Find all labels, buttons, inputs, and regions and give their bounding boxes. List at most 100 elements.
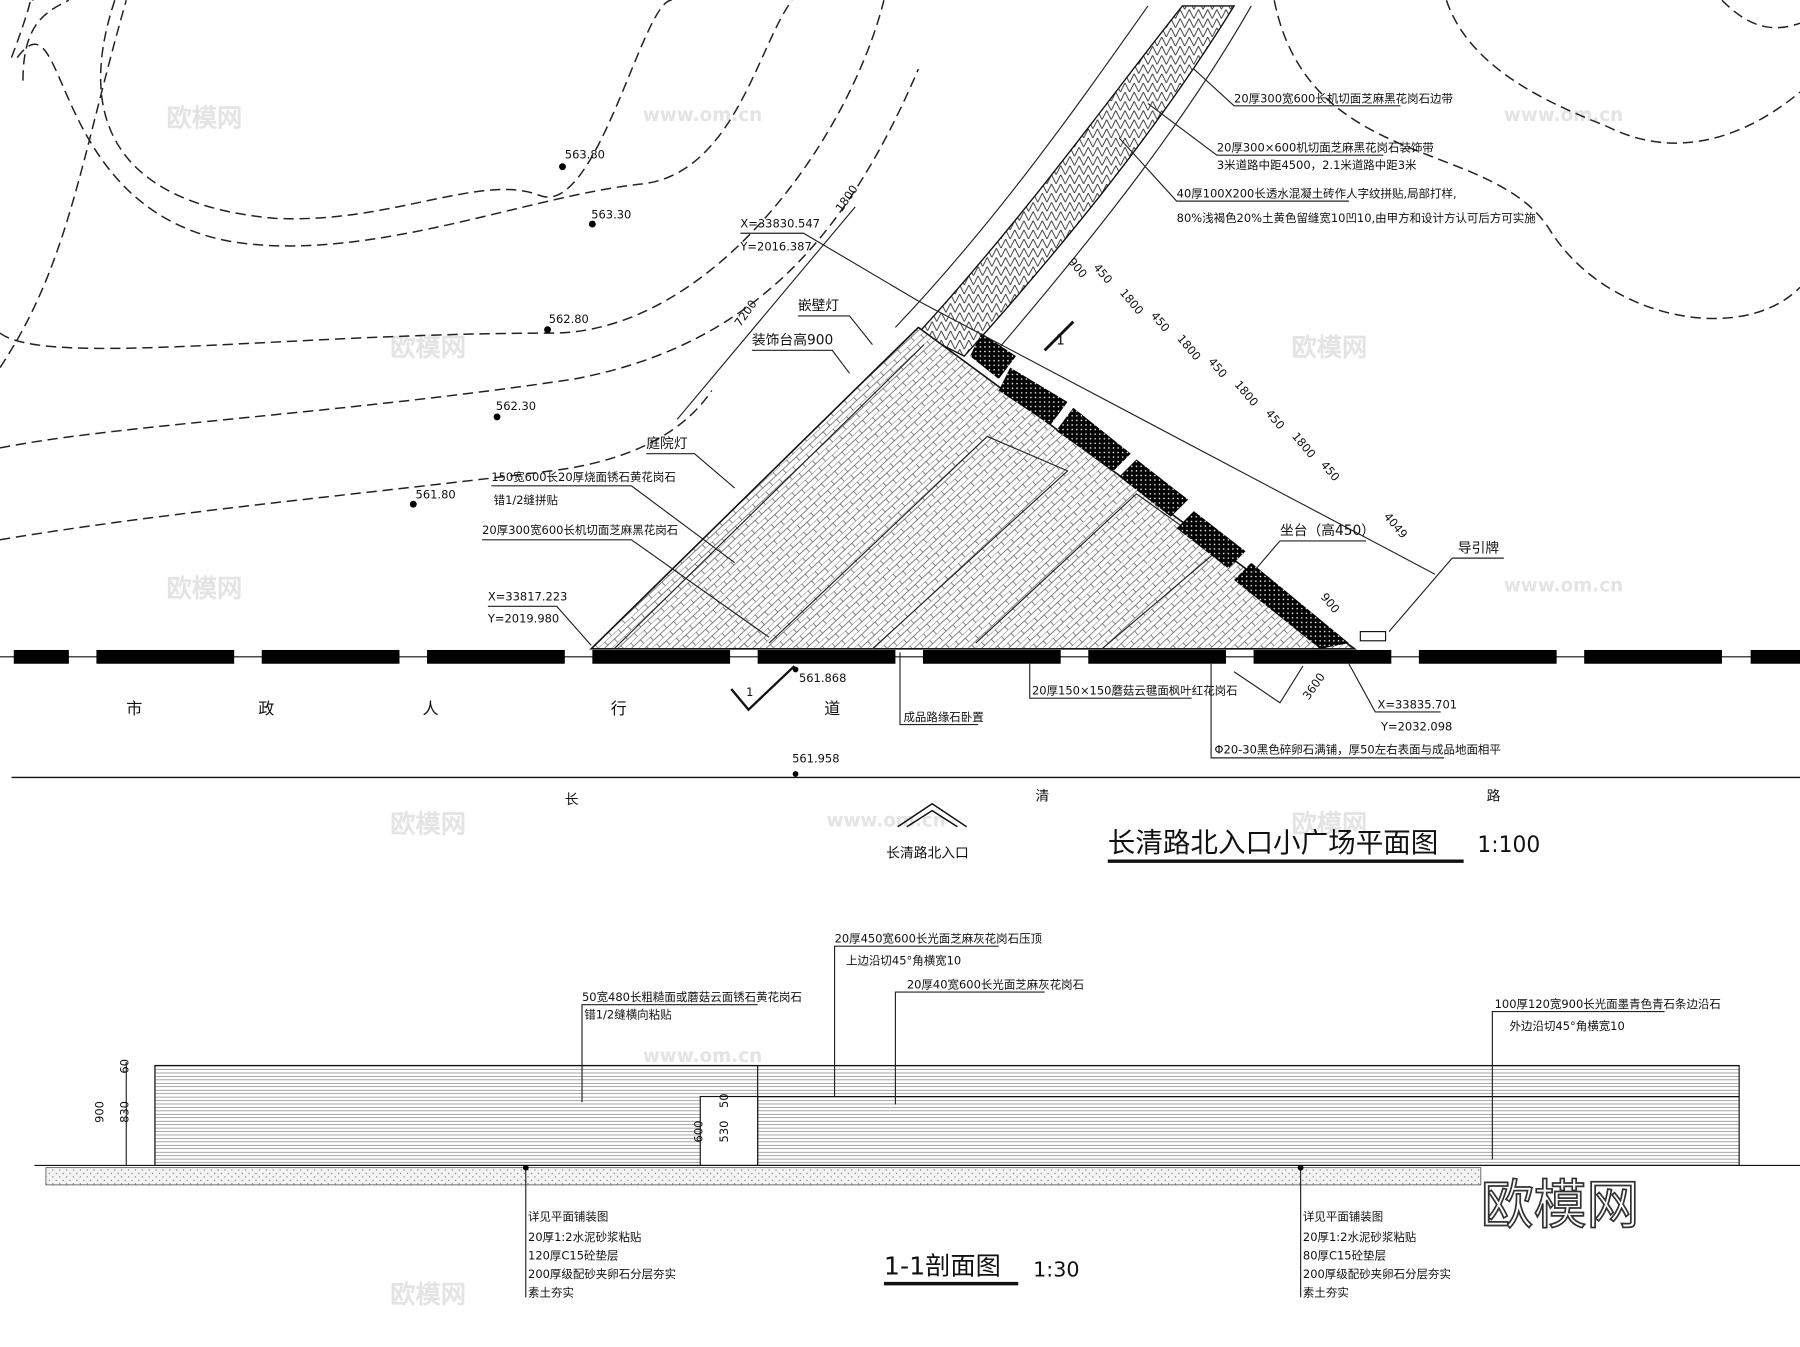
svg-text:Φ20-30黑色碎卵石满铺，厚50左右表面与成品地面相平: Φ20-30黑色碎卵石满铺，厚50左右表面与成品地面相平 — [1215, 742, 1501, 756]
svg-text:坐台（高450）: 坐台（高450） — [1280, 522, 1375, 539]
svg-text:1: 1 — [1056, 333, 1065, 349]
svg-text:www.om.cn: www.om.cn — [827, 811, 946, 832]
svg-text:成品路缘石卧置: 成品路缘石卧置 — [903, 710, 983, 724]
svg-text:Y=2019.980: Y=2019.980 — [487, 611, 559, 625]
svg-text:20厚150×150蘑菇云毽面枫叶红花岗石: 20厚150×150蘑菇云毽面枫叶红花岗石 — [1032, 684, 1238, 698]
svg-text:详见平面铺装图: 详见平面铺装图 — [1303, 1210, 1383, 1224]
svg-text:欧模网: 欧模网 — [390, 809, 466, 838]
svg-text:市: 市 — [126, 699, 142, 718]
svg-text:www.om.cn: www.om.cn — [1504, 575, 1623, 596]
svg-text:长: 长 — [565, 792, 579, 808]
curved-path — [894, 5, 1252, 363]
svg-text:欧模网: 欧模网 — [390, 1280, 466, 1309]
svg-text:Y=2032.098: Y=2032.098 — [1380, 719, 1452, 733]
svg-text:50: 50 — [717, 1093, 731, 1108]
svg-text:行: 行 — [611, 699, 627, 718]
svg-text:1800: 1800 — [1289, 429, 1318, 460]
svg-text:20厚450宽600长光面芝麻灰花岗石压顶: 20厚450宽600长光面芝麻灰花岗石压顶 — [835, 932, 1043, 946]
svg-text:欧模网: 欧模网 — [390, 333, 466, 362]
svg-text:路: 路 — [1487, 788, 1501, 804]
svg-text:20厚300宽600长机切面芝麻黑花岗石边带: 20厚300宽600长机切面芝麻黑花岗石边带 — [1234, 91, 1453, 105]
watermarks: 欧模网 欧模网 欧模网 欧模网 欧模网 欧模网 欧模网 www.om.cn ww… — [166, 103, 1623, 1309]
contour-lines: 563.80 563.30 562.80 562.30 561.80 — [0, 0, 1800, 541]
svg-text:素土夯实: 素土夯实 — [528, 1285, 574, 1299]
svg-text:200厚级配砂夹卵石分层夯实: 200厚级配砂夹卵石分层夯实 — [1303, 1267, 1451, 1281]
svg-text:欧模网: 欧模网 — [1291, 809, 1367, 838]
svg-text:错1/2缝横向粘贴: 错1/2缝横向粘贴 — [584, 1007, 672, 1021]
svg-text:450: 450 — [1318, 458, 1343, 484]
svg-text:450: 450 — [1205, 355, 1230, 381]
svg-text:清: 清 — [1035, 788, 1049, 804]
svg-text:450: 450 — [1148, 309, 1173, 335]
svg-text:www.om.cn: www.om.cn — [643, 1046, 762, 1067]
svg-text:200厚级配砂夹卵石分层夯实: 200厚级配砂夹卵石分层夯实 — [528, 1267, 676, 1281]
svg-text:道: 道 — [824, 699, 840, 718]
svg-text:562.30: 562.30 — [496, 399, 536, 413]
svg-text:563.30: 563.30 — [591, 207, 631, 221]
svg-text:561.958: 561.958 — [792, 751, 839, 765]
plaza-triangle — [589, 206, 1436, 650]
svg-text:60: 60 — [118, 1059, 132, 1074]
svg-text:1800: 1800 — [1117, 286, 1146, 317]
section-drawing: 900 830 60 600 530 50 50宽480长粗糙面或蘑菇云面锈石黄… — [34, 932, 1800, 1186]
svg-text:外边沿切45°角横宽10: 外边沿切45°角横宽10 — [1510, 1019, 1625, 1033]
svg-text:900: 900 — [92, 1101, 106, 1123]
svg-text:561.80: 561.80 — [416, 487, 456, 501]
svg-text:1-1剖面图: 1-1剖面图 — [884, 1251, 1001, 1280]
svg-text:830: 830 — [118, 1101, 132, 1123]
svg-text:长清路北入口小广场平面图: 长清路北入口小广场平面图 — [1108, 827, 1439, 859]
svg-text:1: 1 — [746, 685, 753, 699]
svg-text:1:100: 1:100 — [1477, 833, 1540, 858]
north-arrow: 长清路北入口 — [886, 802, 969, 862]
svg-text:3600: 3600 — [1300, 670, 1328, 702]
seat-blocks — [970, 333, 1349, 649]
svg-text:120厚C15砼垫层: 120厚C15砼垫层 — [528, 1249, 618, 1263]
svg-text:X=33835.701: X=33835.701 — [1378, 698, 1458, 712]
svg-text:X=33830.547: X=33830.547 — [740, 217, 820, 231]
svg-text:1800: 1800 — [832, 182, 860, 214]
svg-text:600: 600 — [692, 1121, 706, 1143]
svg-text:20厚1:2水泥砂浆粘贴: 20厚1:2水泥砂浆粘贴 — [528, 1230, 642, 1244]
svg-text:50宽480长粗糙面或蘑菇云面锈石黄花岗石: 50宽480长粗糙面或蘑菇云面锈石黄花岗石 — [582, 990, 802, 1004]
svg-text:20厚300宽600长机切面芝麻黑花岗石: 20厚300宽600长机切面芝麻黑花岗石 — [482, 523, 678, 537]
svg-text:20厚40宽600长光面芝麻灰花岗石: 20厚40宽600长光面芝麻灰花岗石 — [907, 978, 1084, 992]
svg-text:欧模网: 欧模网 — [166, 103, 242, 132]
svg-text:150宽600长20厚烧面锈石黄花岗石: 150宽600长20厚烧面锈石黄花岗石 — [491, 470, 676, 484]
svg-text:80%浅褐色20%土黄色留缝宽10凹10,由甲方和设计方认可: 80%浅褐色20%土黄色留缝宽10凹10,由甲方和设计方认可后方可实施 — [1177, 211, 1537, 225]
watermark-logo: 欧模网 — [1481, 1175, 1639, 1236]
svg-text:561.868: 561.868 — [799, 671, 846, 685]
svg-text:100厚120宽900长光面墨青色青石条边沿石: 100厚120宽900长光面墨青色青石条边沿石 — [1495, 997, 1721, 1011]
svg-text:政: 政 — [258, 699, 274, 718]
svg-text:900: 900 — [1318, 590, 1343, 616]
svg-text:3米道路中距4500，2.1米道路中距3米: 3米道路中距4500，2.1米道路中距3米 — [1217, 158, 1417, 172]
svg-text:详见平面铺装图: 详见平面铺装图 — [528, 1210, 608, 1224]
svg-text:1800: 1800 — [1174, 332, 1203, 363]
svg-text:1800: 1800 — [1232, 378, 1261, 409]
sidewalk-curb: 市 政 人 行 道 1 561.868 成品路缘石卧置 20厚150×150蘑菇… — [0, 649, 1800, 759]
svg-text:563.80: 563.80 — [565, 148, 605, 162]
svg-text:www.om.cn: www.om.cn — [643, 105, 762, 126]
svg-text:1:30: 1:30 — [1033, 1258, 1079, 1282]
svg-text:20厚300×600机切面芝麻黑花岗石装饰带: 20厚300×600机切面芝麻黑花岗石装饰带 — [1217, 141, 1434, 155]
svg-text:7200: 7200 — [731, 297, 759, 329]
svg-text:装饰台高900: 装饰台高900 — [752, 332, 833, 349]
svg-text:530: 530 — [717, 1121, 731, 1143]
svg-text:Y=2016.387: Y=2016.387 — [739, 239, 811, 253]
svg-text:人: 人 — [422, 699, 438, 718]
svg-text:20厚1:2水泥砂浆粘贴: 20厚1:2水泥砂浆粘贴 — [1303, 1230, 1417, 1244]
svg-text:上边沿切45°角横宽10: 上边沿切45°角横宽10 — [846, 954, 961, 968]
svg-text:450: 450 — [1263, 406, 1288, 432]
svg-text:40厚100X200长透水混凝土砖作人字纹拼贴,局部打样,: 40厚100X200长透水混凝土砖作人字纹拼贴,局部打样, — [1177, 187, 1457, 201]
svg-text:素土夯实: 素土夯实 — [1303, 1285, 1349, 1299]
svg-text:错1/2缝拼贴: 错1/2缝拼贴 — [494, 493, 559, 507]
layers-right: 详见平面铺装图 20厚1:2水泥砂浆粘贴 80厚C15砼垫层 200厚级配砂夹卵… — [1297, 1164, 1451, 1299]
svg-text:导引牌: 导引牌 — [1458, 539, 1500, 556]
svg-text:嵌壁灯: 嵌壁灯 — [798, 298, 840, 314]
svg-text:4049: 4049 — [1381, 510, 1410, 541]
svg-text:X=33817.223: X=33817.223 — [488, 590, 568, 604]
layers-left: 详见平面铺装图 20厚1:2水泥砂浆粘贴 120厚C15砼垫层 200厚级配砂夹… — [522, 1164, 676, 1299]
svg-text:562.80: 562.80 — [549, 312, 589, 326]
svg-text:长清路北入口: 长清路北入口 — [886, 846, 969, 862]
road: 561.958 长 清 路 — [11, 751, 1800, 808]
